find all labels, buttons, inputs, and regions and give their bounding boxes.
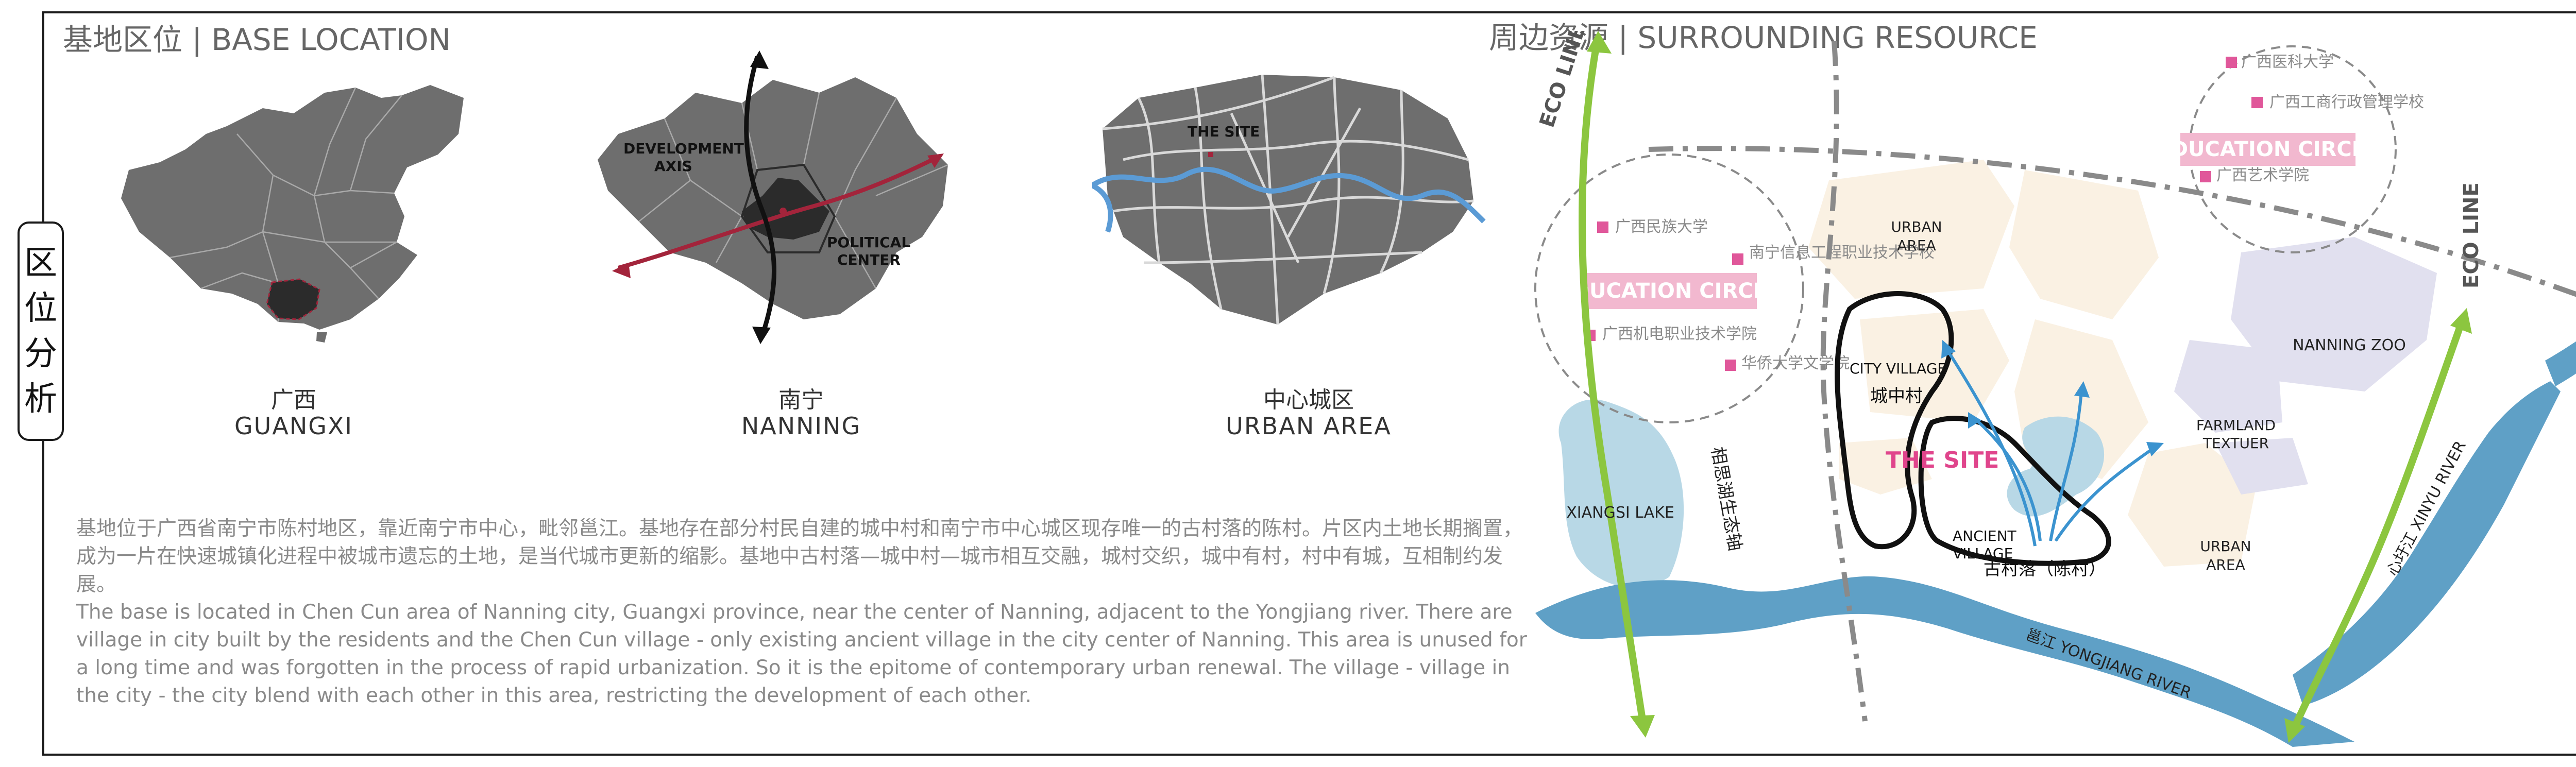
nanning-zoo-label: NANNING ZOO	[2293, 336, 2406, 354]
farmland-label-1: FARMLAND	[2196, 417, 2276, 434]
surrounding-diagram: EDUCATION CIRCLE EDUCATION CIRCLE 广西民族大学…	[1534, 31, 2576, 747]
zoo-blocks	[2174, 237, 2437, 495]
eco-line-left	[1579, 40, 1647, 727]
city-village-label-en: CITY VILLAGE	[1850, 360, 1946, 377]
xiangsi-lake-label: XIANGSI LAKE	[1566, 504, 1674, 522]
eco-line-right	[2289, 318, 2466, 733]
nanning-caption-en: NANNING	[741, 412, 861, 440]
yongjiang-river	[1092, 166, 1486, 224]
yongjiang-river-band	[1535, 576, 2354, 747]
railway-line-top	[1648, 146, 2576, 297]
section-tab: 区 位 分 析	[18, 221, 64, 441]
school-yike: 广西医科大学	[2241, 53, 2334, 71]
tab-char-1: 区	[24, 244, 57, 282]
school-minzu: 广西民族大学	[1615, 218, 1708, 236]
urban-caption-cn: 中心城区	[1263, 387, 1354, 413]
political-center-label-2: CENTER	[837, 251, 901, 268]
city-village-label-cn: 城中村	[1870, 386, 1923, 406]
nanning-caption-cn: 南宁	[778, 387, 824, 413]
eco-line-right-label: ECO LINE	[2460, 182, 2483, 288]
urban-area-top-label-2: AREA	[1897, 237, 1936, 254]
guangxi-caption-en: GUANGXI	[234, 412, 353, 440]
development-axis-ew	[617, 155, 939, 270]
base-location-title: 基地区位 | BASE LOCATION	[63, 22, 451, 57]
ancient-village-label-2: VILLAGE	[1953, 545, 2013, 562]
guangxi-map: DEVELOPMENT AXIS POLITICAL CENTER	[598, 50, 948, 344]
farmland-label-2: TEXTUER	[2202, 435, 2269, 452]
education-circle-left	[1534, 154, 1804, 423]
tab-char-3: 分	[24, 335, 57, 373]
tab-char-2: 位	[24, 289, 57, 328]
city-village-boundary	[1835, 291, 1954, 550]
school-xinxi: 南宁信息工程职业技术学校	[1749, 244, 1935, 262]
guangxi-caption-cn: 广西	[271, 387, 316, 413]
school-yishu: 广西艺术学院	[2216, 166, 2309, 184]
tab-char-4: 析	[24, 380, 57, 418]
edu-circle-label-left: EDUCATION CIRCLE	[1558, 279, 1781, 303]
urban-caption-en: URBAN AREA	[1226, 412, 1392, 440]
school-huaqiao: 华侨大学文学院	[1741, 354, 1850, 372]
political-center-label-1: POLITICAL	[827, 234, 910, 251]
edu-circle-label-right: EDUCATION CIRCLE	[2157, 138, 2379, 161]
site-pond	[2007, 416, 2105, 517]
ancient-village-label-cn: 古村落（陈村）	[1984, 559, 2106, 579]
xiangsi-lake	[1558, 399, 1684, 588]
urban-area-map: THE SITE	[1092, 74, 1486, 325]
edu-label-box-left	[1582, 273, 1757, 309]
railway-line-vertical	[1820, 41, 1868, 722]
china-map	[121, 85, 464, 343]
urban-area-bottom-label-1: URBAN	[2200, 538, 2251, 555]
school-jidian: 广西机电职业技术学院	[1602, 325, 1757, 343]
ancient-village-label-1: ANCIENT	[1953, 527, 2017, 544]
xinyu-river-band	[2293, 381, 2561, 706]
edu-label-box-right	[2180, 133, 2355, 166]
description-en: The base is located in Chen Cun area of …	[76, 601, 1527, 707]
eco-line-left-label: ECO LINE	[1535, 31, 1590, 130]
nanning-region	[742, 178, 829, 240]
development-axis-label-2: AXIS	[654, 158, 692, 175]
the-site-label: THE SITE	[1886, 447, 1999, 473]
description-block: 基地位于广西省南宁市陈村地区，靠近南宁市中心，毗邻邕江。基地存在部分村民自建的城…	[76, 515, 1529, 710]
guangxi-region	[266, 278, 320, 320]
description-cn: 基地位于广西省南宁市陈村地区，靠近南宁市中心，毗邻邕江。基地存在部分村民自建的城…	[76, 517, 1523, 596]
ancient-village-boundary	[1918, 416, 2111, 566]
urban-area-bottom-label-2: AREA	[2206, 556, 2245, 573]
development-axis-label-1: DEVELOPMENT	[623, 140, 744, 157]
urban-site-label: THE SITE	[1188, 123, 1260, 140]
development-axis-ns	[744, 56, 776, 336]
surrounding-resource-title: 周边资源 | SURROUNDING RESOURCE	[1489, 20, 2038, 55]
school-gongshang: 广西工商行政管理学校	[2269, 93, 2424, 111]
eco-axis-label: 相思湖生态轴	[1707, 446, 1745, 553]
education-circle-right	[2189, 45, 2397, 253]
urban-area-top-label-1: URBAN	[1891, 218, 1942, 235]
china-outline	[121, 85, 464, 330]
